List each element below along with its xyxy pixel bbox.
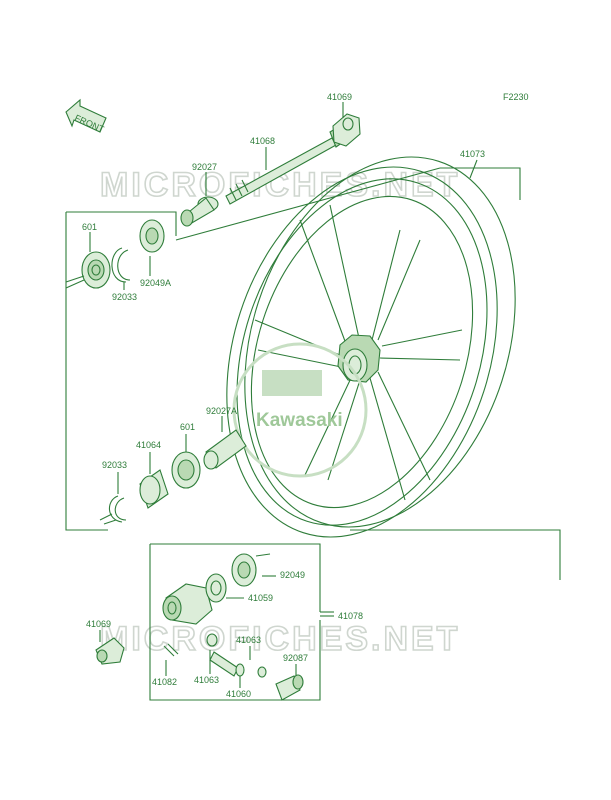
label-92049A: 92049A (140, 278, 171, 288)
label-41060: 41060 (226, 689, 251, 699)
callout-frame-bottom (149, 529, 561, 701)
label-41082: 41082 (152, 677, 177, 687)
speedometer-gearbox (162, 583, 213, 625)
label-41059: 41059 (248, 593, 273, 603)
circlip-92033-mid (99, 495, 127, 525)
drive-gear-41059 (205, 573, 227, 603)
leader-lines (89, 102, 478, 688)
axle-nut-bottom (95, 637, 125, 665)
collar-92027A (203, 429, 247, 470)
oil-seal-92049 (231, 553, 271, 587)
label-41073: 41073 (460, 149, 485, 159)
axle-nut-top (332, 113, 361, 147)
label-41063-a: 41063 (236, 635, 261, 645)
label-41063-b: 41063 (194, 675, 219, 685)
pin-41082 (163, 643, 179, 657)
label-41078: 41078 (338, 611, 363, 621)
label-601-top: 601 (82, 222, 97, 232)
washer-41063-a (206, 633, 218, 647)
bushing-92087 (275, 674, 304, 701)
collar-92027 (180, 196, 219, 227)
watermark-bottom: MICROFICHES.NET (100, 620, 460, 658)
bearing-601-mid (171, 451, 201, 489)
wheel-spokes (254, 204, 463, 501)
label-92049: 92049 (280, 570, 305, 580)
washer-41063-b (257, 666, 267, 678)
kawasaki-logo: Kawasaki (232, 342, 368, 478)
logo-text: Kawasaki (256, 410, 343, 431)
front-wheel: Kawasaki (226, 156, 516, 538)
circlip-92033-top (111, 247, 131, 283)
label-92033-mid: 92033 (102, 460, 127, 470)
callout-frame-top (65, 167, 521, 531)
label-41068: 41068 (250, 136, 275, 146)
label-41064: 41064 (136, 440, 161, 450)
bearing-601-top (81, 251, 111, 289)
label-41069-top: 41069 (327, 92, 352, 102)
front-arrow-icon: FRONT (65, 98, 107, 135)
oil-seal-92049A (139, 219, 165, 253)
diagram-code: F2230 (503, 92, 529, 102)
label-92087: 92087 (283, 653, 308, 663)
wheel-hub (337, 334, 381, 383)
label-41069-bottom: 41069 (86, 619, 111, 629)
label-92027: 92027 (192, 162, 217, 172)
label-92033-top: 92033 (112, 292, 137, 302)
label-601-mid: 601 (180, 422, 195, 432)
spacer-41064 (139, 469, 169, 509)
label-92027A: 92027A (206, 406, 237, 416)
